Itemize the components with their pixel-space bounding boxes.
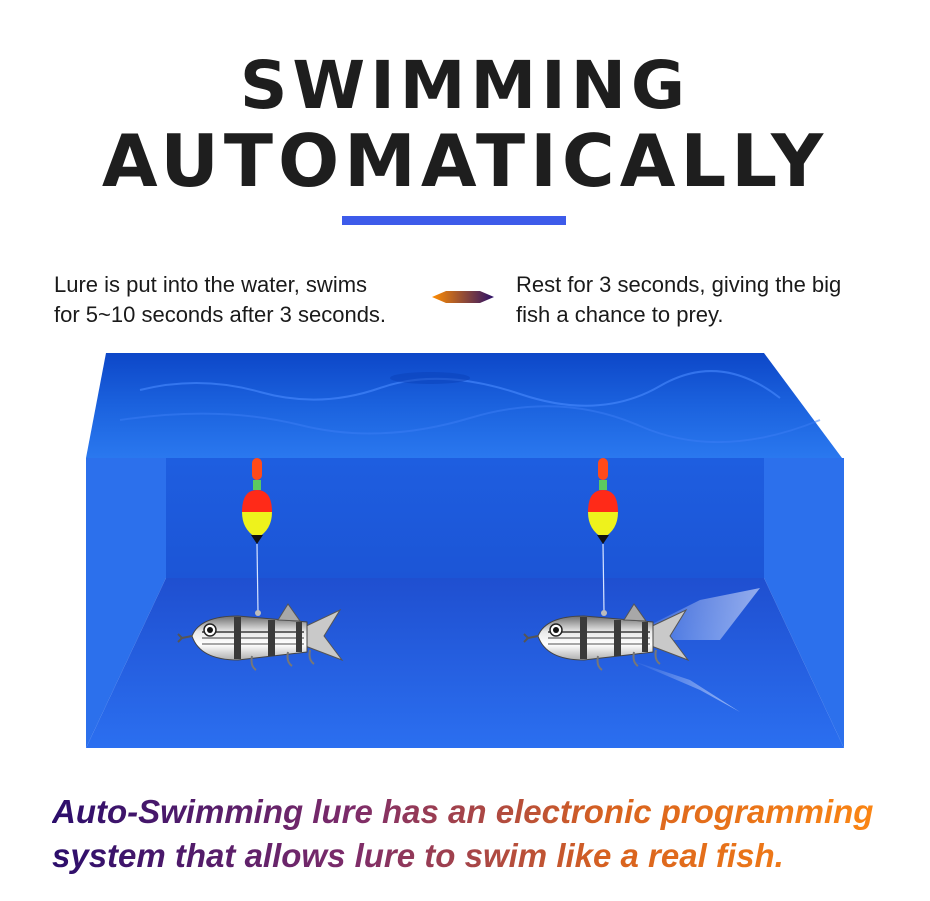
rest-caption: Rest for 3 seconds, giving the big fish … — [516, 270, 841, 330]
tagline-line-2: system that allows lure to swim like a r… — [52, 837, 784, 874]
float-bobber-icon — [242, 458, 272, 544]
swim-caption-line-2: for 5~10 seconds after 3 seconds. — [54, 302, 387, 327]
float-bobber-icon-right — [588, 458, 618, 544]
tank-right-wall — [764, 458, 844, 748]
tank-back-wall — [166, 458, 764, 578]
double-arrow-icon — [432, 291, 494, 303]
tank-left-wall — [86, 458, 166, 748]
swim-caption-line-1: Lure is put into the water, swims — [54, 272, 368, 297]
rest-caption-line-1: Rest for 3 seconds, giving the big — [516, 272, 842, 297]
segmented-fish-lure-icon — [177, 603, 343, 671]
tank-floor — [86, 578, 844, 748]
swim-caption: Lure is put into the water, swims for 5~… — [54, 270, 386, 330]
motion-blur-trail — [620, 588, 760, 712]
title-underline — [342, 216, 566, 225]
tagline-line-1: Auto-Swimming lure has an electronic pro… — [52, 793, 874, 830]
title-line-1: SWIMMING — [239, 47, 691, 124]
segmented-fish-lure-icon-right — [523, 603, 689, 671]
water-surface — [86, 353, 842, 458]
tagline: Auto-Swimming lure has an electronic pro… — [52, 790, 912, 878]
title-line-2: AUTOMATICALLY — [101, 119, 829, 203]
rest-caption-line-2: fish a chance to prey. — [516, 302, 724, 327]
